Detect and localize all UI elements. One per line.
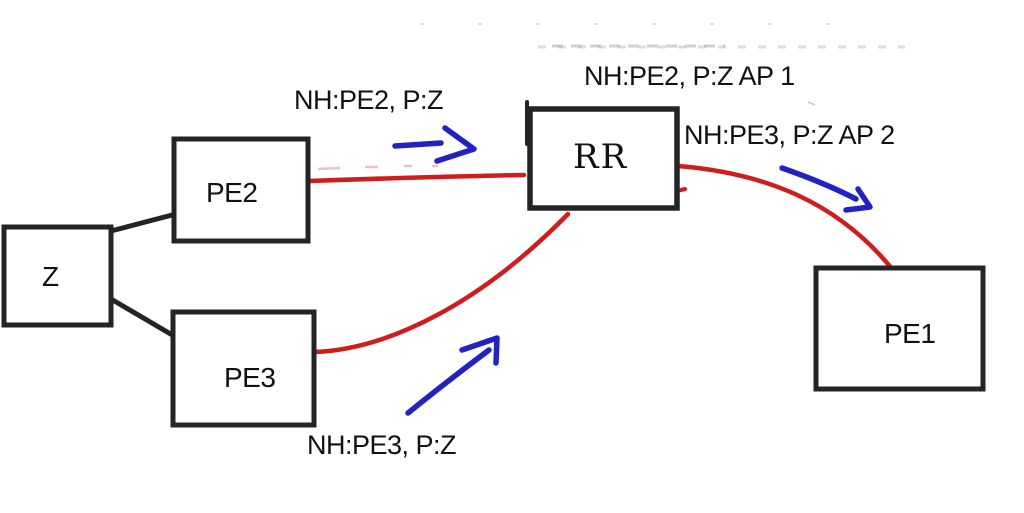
route-line-rr-pe1 bbox=[675, 163, 896, 273]
node-box-z bbox=[1, 224, 114, 328]
node-label-pe1: PE1 bbox=[884, 318, 936, 349]
blue-arrow-pe2-advertise-icon bbox=[392, 125, 477, 164]
route-line-pe3-rr bbox=[312, 211, 571, 355]
annotation-nh-pe2-pz: NH:PE2, P:Z bbox=[294, 85, 444, 115]
link-z-pe3 bbox=[108, 296, 177, 339]
blue-arrow-rr-advertise-icon bbox=[779, 165, 873, 213]
annotation-nh-pe3-pz: NH:PE3, P:Z bbox=[307, 430, 457, 460]
node-box-pe2 bbox=[171, 136, 311, 244]
node-box-rr bbox=[527, 106, 680, 211]
node-label-pe3: PE3 bbox=[224, 362, 276, 393]
route-line-pe2-rr bbox=[306, 172, 527, 184]
node-label-pe2: PE2 bbox=[206, 177, 258, 208]
annotation-nh-pe2-pz-ap1: NH:PE2, P:Z AP 1 bbox=[584, 61, 795, 91]
faint-red-speckles bbox=[317, 164, 438, 171]
blue-arrow-pe3-advertise-icon bbox=[405, 335, 500, 416]
node-label-z: Z bbox=[42, 261, 59, 292]
node-box-pe1 bbox=[813, 265, 986, 392]
node-label-rr: RR bbox=[573, 137, 629, 177]
node-box-pe3 bbox=[170, 309, 317, 428]
link-z-pe2 bbox=[108, 211, 179, 234]
stray-pen-mark bbox=[807, 101, 816, 106]
annotation-nh-pe3-pz-ap2: NH:PE3, P:Z AP 2 bbox=[684, 120, 895, 150]
